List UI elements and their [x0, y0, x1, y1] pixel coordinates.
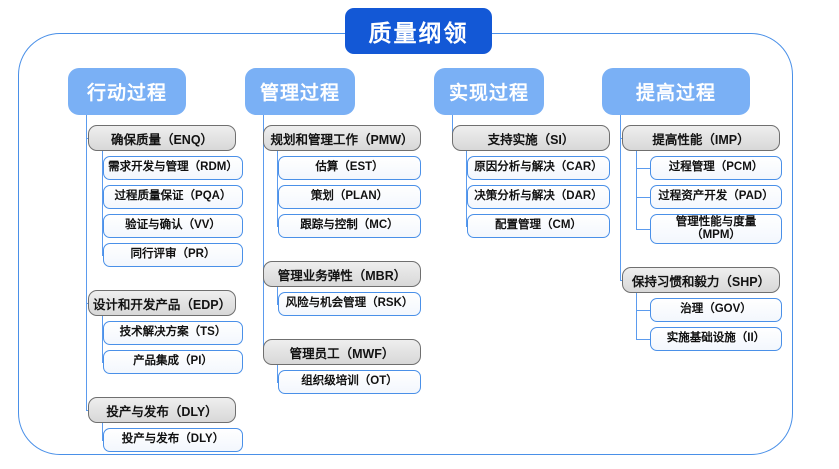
connector-group-to-leaf — [102, 440, 103, 442]
group-box-label: 设计和开发产品（EDP） — [92, 297, 232, 312]
column-header-improve[interactable]: 提高过程 — [602, 68, 750, 115]
leaf-box-action-1-0[interactable]: 技术解决方案（TS） — [103, 321, 243, 345]
column-header-label: 行动过程 — [86, 83, 167, 104]
leaf-box-realize-0-1[interactable]: 决策分析与解决（DAR） — [467, 185, 610, 209]
connector-column-trunk — [263, 115, 265, 352]
column-header-label: 实现过程 — [448, 83, 529, 104]
leaf-box-label: 策划（PLAN） — [310, 190, 389, 203]
connector-group-subtrunk — [102, 151, 104, 255]
leaf-box-manage-1-0[interactable]: 风险与机会管理（RSK） — [278, 292, 421, 316]
leaf-box-label: 治理（GOV） — [680, 303, 752, 316]
column-header-label: 管理过程 — [259, 83, 340, 104]
connector-trunk-to-group — [620, 280, 622, 282]
group-box-action-0[interactable]: 确保质量（ENQ） — [88, 125, 236, 151]
connector-group-subtrunk — [277, 151, 279, 226]
connector-group-to-leaf — [277, 382, 278, 384]
root-title-box[interactable]: 质量纲领 — [345, 8, 492, 54]
leaf-box-label: 组织级培训（OT） — [301, 375, 398, 388]
leaf-box-manage-2-0[interactable]: 组织级培训（OT） — [278, 370, 421, 394]
connector-group-subtrunk — [277, 287, 279, 304]
leaf-box-realize-0-2[interactable]: 配置管理（CM） — [467, 214, 610, 238]
group-box-manage-1[interactable]: 管理业务弹性（MBR） — [263, 261, 421, 287]
connector-trunk-to-group — [86, 410, 88, 412]
leaf-box-label: 同行评审（PR） — [130, 248, 216, 261]
leaf-box-label: 技术解决方案（TS） — [119, 326, 227, 339]
leaf-box-improve-0-1[interactable]: 过程资产开发（PAD） — [650, 185, 782, 209]
leaf-box-action-0-0[interactable]: 需求开发与管理（RDM） — [103, 156, 243, 180]
leaf-box-action-0-1[interactable]: 过程质量保证（PQA） — [103, 185, 243, 209]
leaf-box-improve-1-1[interactable]: 实施基础设施（II） — [650, 327, 782, 351]
group-box-manage-0[interactable]: 规划和管理工作（PMW） — [263, 125, 421, 151]
group-box-action-1[interactable]: 设计和开发产品（EDP） — [88, 290, 236, 316]
group-box-label: 保持习惯和毅力（SHP） — [631, 274, 771, 289]
group-box-realize-0[interactable]: 支持实施（SI） — [452, 125, 610, 151]
connector-group-to-leaf — [277, 226, 278, 228]
leaf-box-label: 估算（EST） — [315, 161, 384, 174]
column-header-manage[interactable]: 管理过程 — [245, 68, 355, 115]
group-box-action-2[interactable]: 投产与发布（DLY） — [88, 397, 236, 423]
group-box-label: 提高性能（IMP） — [652, 132, 750, 147]
connector-group-subtrunk — [636, 151, 638, 229]
group-box-label: 确保质量（ENQ） — [110, 132, 214, 147]
connector-group-subtrunk — [466, 151, 468, 226]
leaf-box-improve-1-0[interactable]: 治理（GOV） — [650, 298, 782, 322]
leaf-box-label: 风险与机会管理（RSK） — [285, 297, 414, 310]
leaf-box-label: 过程质量保证（PQA） — [114, 190, 232, 203]
leaf-box-label: 需求开发与管理（RDM） — [108, 161, 238, 174]
connector-group-to-leaf — [636, 339, 650, 341]
column-header-action[interactable]: 行动过程 — [68, 68, 186, 115]
leaf-box-label: 实施基础设施（II） — [666, 332, 766, 345]
group-box-manage-2[interactable]: 管理员工（MWF） — [263, 339, 421, 365]
leaf-box-action-1-1[interactable]: 产品集成（PI） — [103, 350, 243, 374]
connector-group-to-leaf — [636, 197, 650, 199]
root-title-label: 质量纲领 — [368, 20, 469, 46]
connector-column-trunk — [86, 115, 88, 410]
connector-group-to-leaf — [636, 310, 650, 312]
group-box-improve-0[interactable]: 提高性能（IMP） — [622, 125, 780, 151]
leaf-box-realize-0-0[interactable]: 原因分析与解决（CAR） — [467, 156, 610, 180]
leaf-box-improve-0-0[interactable]: 过程管理（PCM） — [650, 156, 782, 180]
connector-group-to-leaf — [636, 168, 650, 170]
connector-group-to-leaf — [102, 362, 103, 364]
leaf-box-manage-0-2[interactable]: 跟踪与控制（MC） — [278, 214, 421, 238]
connector-group-to-leaf — [277, 304, 278, 306]
connector-group-subtrunk — [102, 423, 104, 440]
group-box-label: 支持实施（SI） — [487, 132, 575, 147]
group-box-improve-1[interactable]: 保持习惯和毅力（SHP） — [622, 267, 780, 293]
group-box-label: 规划和管理工作（PMW） — [270, 132, 414, 147]
leaf-box-label: 产品集成（PI） — [133, 355, 213, 368]
connector-group-subtrunk — [636, 293, 638, 339]
leaf-box-label: 过程资产开发（PAD） — [658, 190, 774, 203]
leaf-box-manage-0-0[interactable]: 估算（EST） — [278, 156, 421, 180]
column-header-realize[interactable]: 实现过程 — [434, 68, 544, 115]
connector-group-to-leaf — [102, 255, 103, 257]
connector-group-subtrunk — [102, 316, 104, 362]
leaf-box-action-2-0[interactable]: 投产与发布（DLY） — [103, 428, 243, 452]
group-box-label: 管理员工（MWF） — [289, 346, 395, 361]
leaf-box-action-0-3[interactable]: 同行评审（PR） — [103, 243, 243, 267]
connector-group-to-leaf — [466, 226, 467, 228]
leaf-box-label: 跟踪与控制（MC） — [300, 219, 399, 232]
leaf-box-label: 验证与确认（VV） — [125, 219, 221, 232]
leaf-box-label: 过程管理（PCM） — [668, 161, 764, 174]
connector-group-subtrunk — [277, 365, 279, 382]
leaf-box-label: 管理性能与度量（MPM） — [675, 215, 757, 241]
connector-column-trunk — [620, 115, 622, 280]
leaf-box-label: 原因分析与解决（CAR） — [474, 161, 603, 174]
connector-column-trunk — [452, 115, 454, 138]
group-box-label: 管理业务弹性（MBR） — [277, 268, 407, 283]
leaf-box-improve-0-2[interactable]: 管理性能与度量（MPM） — [650, 214, 782, 244]
leaf-box-manage-0-1[interactable]: 策划（PLAN） — [278, 185, 421, 209]
column-header-label: 提高过程 — [635, 83, 716, 104]
leaf-box-label: 配置管理（CM） — [495, 219, 582, 232]
connector-group-to-leaf — [636, 229, 650, 231]
group-box-label: 投产与发布（DLY） — [106, 404, 218, 419]
leaf-box-action-0-2[interactable]: 验证与确认（VV） — [103, 214, 243, 238]
leaf-box-label: 投产与发布（DLY） — [121, 433, 225, 446]
leaf-box-label: 决策分析与解决（DAR） — [474, 190, 603, 203]
